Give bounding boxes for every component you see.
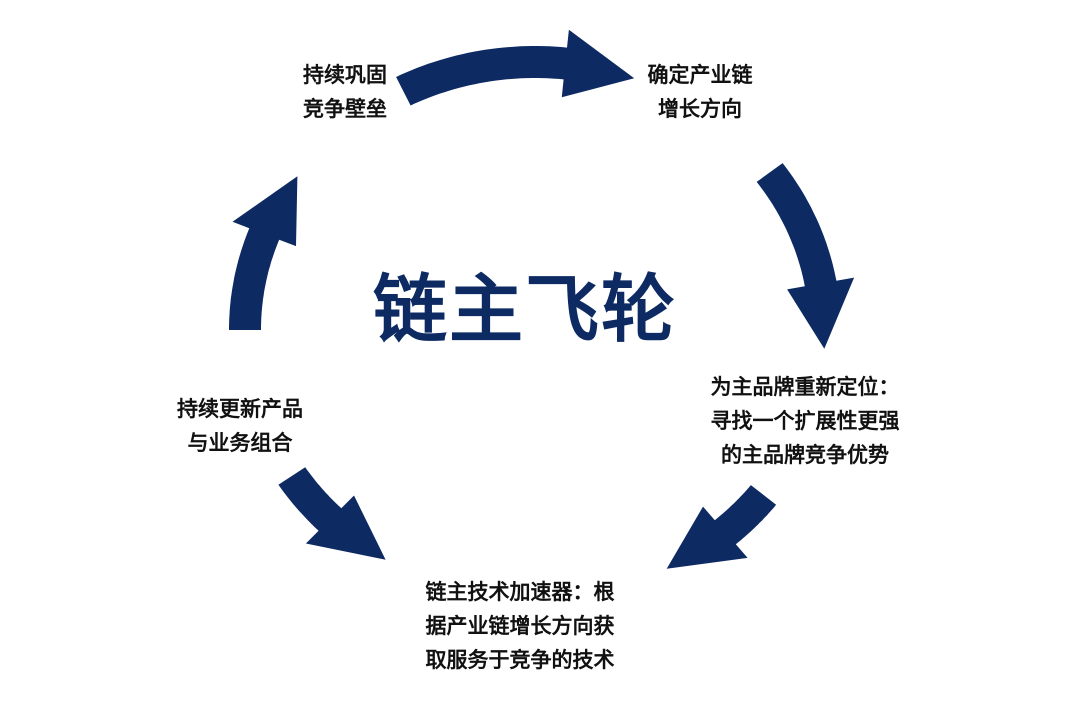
step-reposition-brand: 为主品牌重新定位： 寻找一个扩展性更强 的主品牌竞争优势 — [680, 370, 930, 472]
step-text-line: 持续更新产品 — [177, 397, 303, 421]
step-text-line: 持续巩固 — [303, 63, 387, 87]
step-consolidate-barriers: 持续巩固 竞争壁垒 — [280, 58, 410, 126]
step-text-line: 寻找一个扩展性更强 — [710, 409, 900, 433]
step-determine-direction: 确定产业链 增长方向 — [620, 58, 780, 126]
step-text-line: 取服务于竞争的技术 — [425, 648, 615, 672]
step-text-line: 为主品牌重新定位： — [710, 375, 900, 399]
arrow-to-tech-icon — [666, 485, 777, 569]
step-text-line: 与业务组合 — [187, 431, 293, 455]
arrow-to-barriers-icon — [229, 176, 298, 330]
arrow-to-direction-icon — [396, 29, 635, 106]
step-text-line: 增长方向 — [658, 97, 742, 121]
diagram-title: 链主飞轮 — [373, 267, 677, 353]
step-tech-accelerator: 链主技术加速器：根 据产业链增长方向获 取服务于竞争的技术 — [395, 575, 645, 677]
step-text-line: 链主技术加速器：根 — [425, 580, 615, 604]
step-text-line: 确定产业链 — [647, 63, 753, 87]
step-text-line: 据产业链增长方向获 — [425, 614, 615, 638]
arrow-to-reposition-icon — [756, 163, 855, 349]
step-text-line: 的主品牌竞争优势 — [721, 443, 889, 467]
step-text-line: 竞争壁垒 — [303, 97, 387, 121]
arrow-to-portfolio-icon — [278, 467, 386, 560]
step-update-portfolio: 持续更新产品 与业务组合 — [155, 392, 325, 460]
